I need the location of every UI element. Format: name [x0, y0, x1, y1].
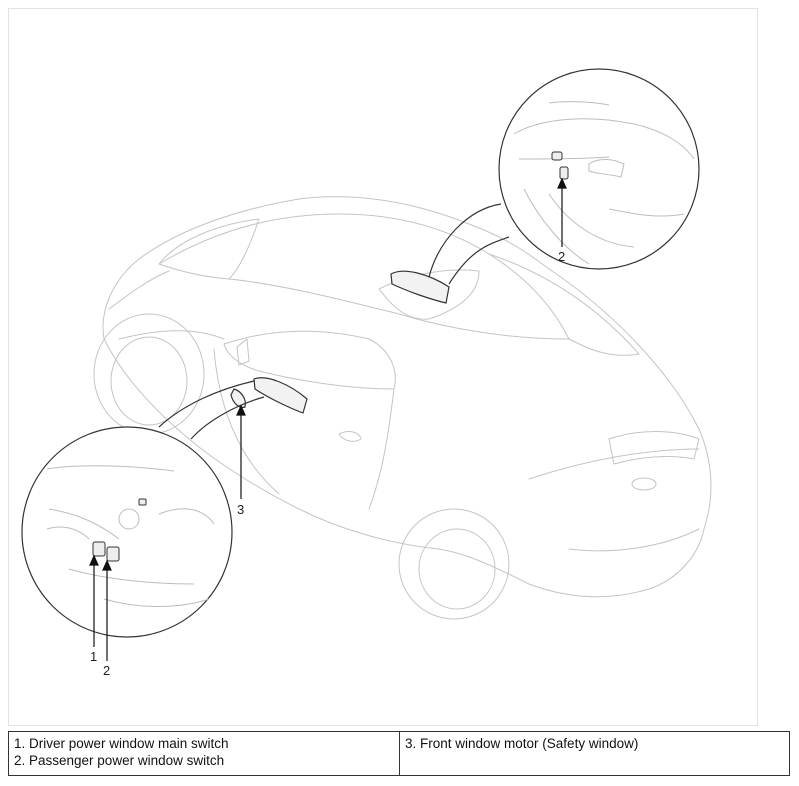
upper-zoom-switch	[559, 166, 569, 180]
rear-window	[488, 253, 640, 356]
callout-1: 1	[90, 649, 97, 664]
lower-zoom-connector	[158, 380, 265, 440]
side-mirror	[236, 338, 250, 366]
tail-light	[608, 431, 700, 465]
side-window	[223, 330, 396, 390]
callout-3-arrow	[236, 404, 246, 416]
legend-left-cell: 1. Driver power window main switch 2. Pa…	[8, 731, 400, 776]
legend-row: 1. Driver power window main switch 2. Pa…	[8, 731, 790, 776]
windshield	[158, 218, 260, 280]
car-roof	[158, 213, 570, 340]
upper-callout-2-arrow	[557, 177, 567, 189]
upper-zoom-door-panel	[513, 118, 695, 265]
rear-emblem	[631, 477, 657, 491]
lower-zoom-grille	[46, 526, 90, 540]
legend-item-3: 3. Front window motor (Safety window)	[405, 736, 639, 751]
legend-item-2: 2. Passenger power window switch	[14, 753, 225, 768]
front-wheel-arch	[93, 313, 205, 435]
upper-zoom-circle	[498, 68, 700, 270]
rear-wheel	[418, 528, 496, 610]
hood-line	[108, 270, 225, 340]
callout-3: 3	[237, 502, 244, 517]
trunk-line	[528, 448, 700, 552]
upper-zoom-armrest	[548, 101, 610, 106]
rear-wheel-arch	[398, 508, 510, 620]
main-switch-part	[253, 377, 308, 414]
car-illustration: 2 1 2 3	[21, 68, 712, 678]
upper-zoom-connector	[428, 203, 510, 285]
diagram-figure: 2 1 2 3	[8, 8, 758, 726]
legend-right-cell: 3. Front window motor (Safety window)	[399, 731, 790, 776]
upper-zoom-lock-button	[551, 151, 563, 161]
door-line	[213, 348, 395, 510]
legend-item-1: 1. Driver power window main switch	[14, 736, 229, 751]
car-body-outline	[102, 196, 712, 598]
lower-zoom-main-switch	[92, 541, 106, 557]
passenger-switch-part	[390, 270, 450, 304]
upper-zoom-handle	[588, 159, 625, 178]
callout-2-lower: 2	[103, 663, 110, 678]
lower-zoom-door-panel	[46, 465, 215, 607]
lower-callout-2-arrow	[102, 559, 112, 571]
lower-callout-1-arrow	[89, 554, 99, 566]
lower-zoom-mirror-knob	[118, 508, 140, 530]
door-handle	[338, 431, 362, 442]
lower-zoom-passenger-switch	[106, 546, 120, 562]
callout-2-upper: 2	[558, 249, 565, 264]
window-motor-part	[230, 388, 246, 408]
lower-zoom-circle	[21, 426, 233, 638]
lower-zoom-lock-button	[138, 498, 147, 506]
front-wheel	[110, 336, 188, 426]
legend-table: 1. Driver power window main switch 2. Pa…	[8, 731, 790, 776]
